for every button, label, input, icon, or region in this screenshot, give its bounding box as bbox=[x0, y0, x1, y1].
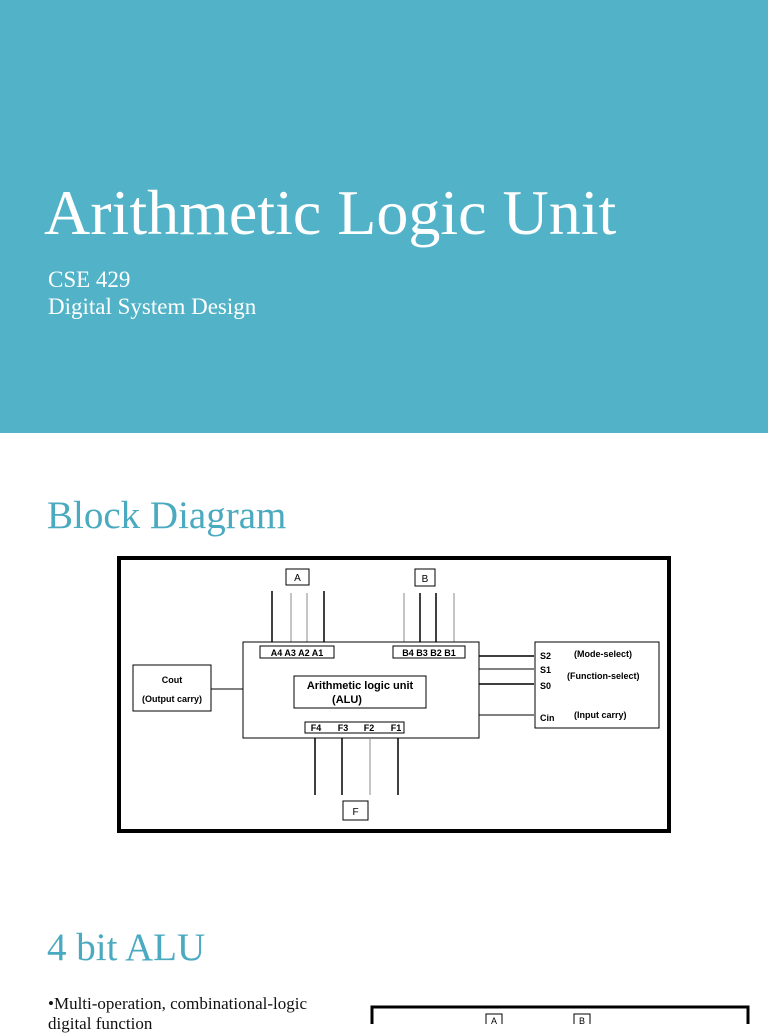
output-f-box bbox=[342, 800, 369, 821]
four-bit-a-box bbox=[485, 1013, 503, 1024]
cout-description: (Output carry) bbox=[142, 694, 202, 704]
output-f-label: F bbox=[352, 807, 358, 818]
four-bit-b-label: B bbox=[579, 1016, 585, 1024]
four-bit-alu-frame bbox=[370, 1005, 750, 1024]
b-bits-box bbox=[392, 645, 466, 659]
select-lines bbox=[479, 655, 534, 716]
pin-cin: Cin bbox=[540, 713, 555, 723]
diagram-frame bbox=[117, 556, 671, 833]
b-bits-label: B4 B3 B2 B1 bbox=[402, 648, 456, 658]
f-bit-2: F2 bbox=[364, 723, 375, 733]
f-bits-box bbox=[304, 721, 405, 734]
f-bit-1: F1 bbox=[391, 723, 402, 733]
block-diagram-heading: Block Diagram bbox=[47, 494, 287, 537]
input-b-label: B bbox=[422, 574, 429, 585]
mode-select-label: (Mode-select) bbox=[574, 649, 632, 659]
cout-box bbox=[132, 664, 212, 712]
a-input-lines bbox=[271, 591, 325, 644]
alu-label-line2: (ALU) bbox=[332, 694, 362, 706]
course-name: Digital System Design bbox=[48, 294, 257, 319]
b-input-lines bbox=[403, 593, 455, 644]
f-bit-3: F3 bbox=[338, 723, 349, 733]
f-output-lines bbox=[314, 738, 399, 795]
bullet-point: •Multi-operation, combinational-logic di… bbox=[48, 994, 308, 1033]
alu-label-line1: Arithmetic logic unit bbox=[307, 680, 414, 692]
four-bit-alu-heading: 4 bit ALU bbox=[47, 926, 206, 969]
a-bits-label: A4 A3 A2 A1 bbox=[271, 648, 324, 658]
pin-s2: S2 bbox=[540, 651, 551, 661]
slide-title: Arithmetic Logic Unit bbox=[44, 177, 617, 248]
course-code: CSE 429 bbox=[48, 267, 131, 292]
title-slide: Arithmetic Logic Unit CSE 429 Digital Sy… bbox=[0, 0, 768, 433]
cout-label: Cout bbox=[162, 675, 183, 685]
four-bit-b-box bbox=[573, 1013, 591, 1024]
select-box bbox=[534, 641, 660, 729]
f-bit-4: F4 bbox=[311, 723, 322, 733]
pin-s0: S0 bbox=[540, 681, 551, 691]
input-a-box bbox=[285, 568, 310, 586]
a-bits-box bbox=[259, 645, 335, 659]
four-bit-a-label: A bbox=[491, 1016, 497, 1024]
function-select-label: (Function-select) bbox=[567, 671, 640, 681]
input-b-box bbox=[414, 568, 436, 587]
pin-s1: S1 bbox=[540, 665, 551, 675]
input-carry-label: (Input carry) bbox=[574, 710, 627, 720]
input-a-label: A bbox=[294, 573, 301, 584]
alu-label-box bbox=[293, 675, 427, 709]
